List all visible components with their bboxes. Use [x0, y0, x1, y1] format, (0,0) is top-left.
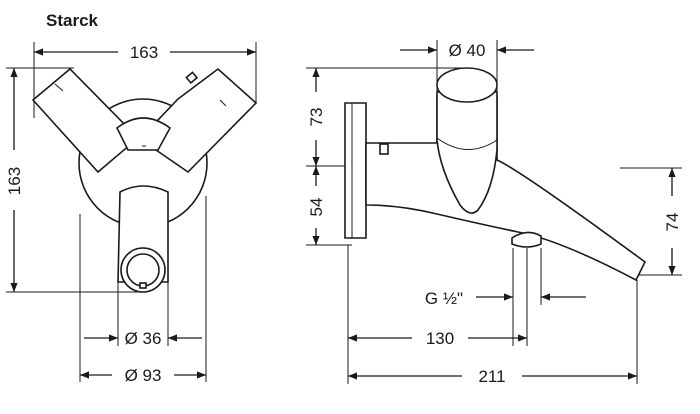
outlet-aerator [511, 231, 542, 248]
wall-plate [344, 102, 367, 239]
brand-title: Starck [46, 11, 99, 30]
handle-top [436, 67, 498, 103]
dim-handle-label: Ø 40 [449, 41, 486, 60]
dim-upper-label: 73 [307, 108, 326, 127]
handle-seam [436, 137, 498, 150]
spout-outlet-inner [126, 253, 160, 287]
right-lever-edge [219, 99, 227, 107]
front-view: 163 163 Ø 36 Ø 93 [5, 42, 258, 385]
center-hub [115, 117, 172, 151]
handle-tab [379, 143, 389, 155]
dim-thread-label: G ½" [425, 289, 463, 308]
dim-short-label: 130 [426, 329, 454, 348]
right-lever-tab [185, 71, 199, 84]
dim-total-label: 211 [478, 367, 505, 386]
body-spout [365, 97, 647, 282]
dim-lower-label: 54 [307, 198, 326, 217]
left-lever-edge [54, 83, 64, 92]
dim-drop-label: 74 [663, 213, 682, 232]
side-view: Ø 40 73 54 74 G ½" 130 [306, 40, 682, 386]
dim-height-label: 163 [5, 167, 24, 195]
dim-width-label: 163 [130, 43, 158, 62]
dim-rosette-label: Ø 93 [125, 366, 162, 385]
handle-cylinder [436, 91, 498, 214]
spout-nub [139, 282, 147, 289]
dim-spout-label: Ø 36 [125, 329, 162, 348]
